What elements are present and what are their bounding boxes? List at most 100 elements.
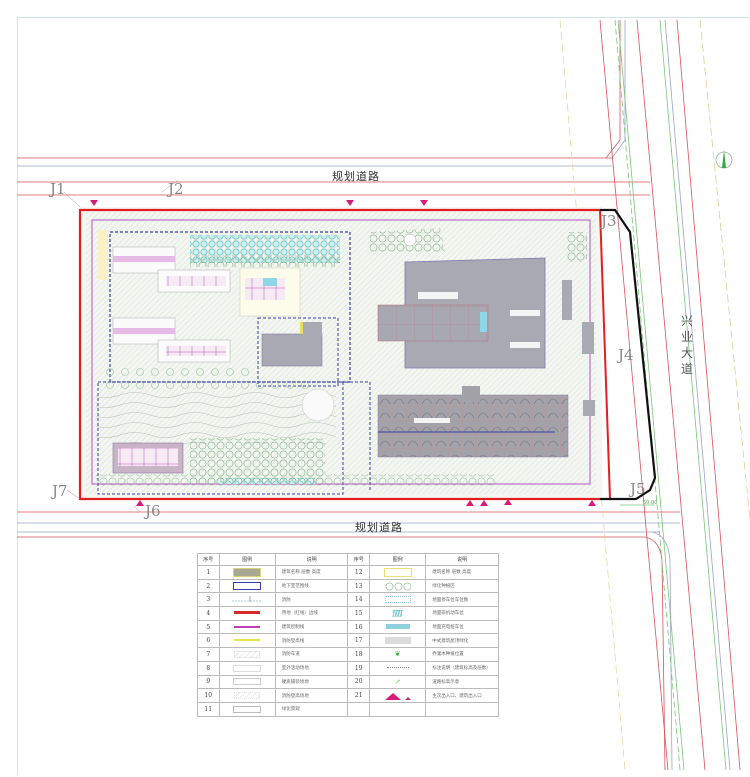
junction-label-j4: J4 xyxy=(618,346,634,364)
junction-label-j5: J5 xyxy=(630,480,646,498)
legend-header-row: 序号 图例 说明 序号 图例 说明 xyxy=(197,553,499,566)
legend-swatch xyxy=(218,674,276,690)
legend-row: 5 建筑控制线 16 地面充电桩车位 xyxy=(197,619,499,635)
legend-num: 15 xyxy=(347,606,370,621)
legend-header-num-2: 序号 xyxy=(347,553,370,566)
legend-num: 7 xyxy=(197,647,220,662)
legend-num: 1 xyxy=(197,565,220,580)
legend-num: 2 xyxy=(197,578,220,594)
tree-icon: ❦ xyxy=(394,650,401,659)
legend-swatch xyxy=(368,633,427,649)
legend-header-num: 序号 xyxy=(197,553,220,566)
legend-desc: 消防登高线 xyxy=(274,633,349,649)
legend-desc: 消防登高场地 xyxy=(274,688,349,703)
legend-header-symbol-2: 图例 xyxy=(368,553,427,566)
legend-desc: 绿化种植区 xyxy=(425,578,499,594)
legend-swatch xyxy=(218,688,276,703)
legend-desc: 地面充电桩车位 xyxy=(425,619,499,635)
legend-swatch xyxy=(368,565,427,580)
legend-desc: 主次出入口、建筑出入口 xyxy=(425,688,499,703)
legend-swatch xyxy=(368,660,427,676)
red-line-icon xyxy=(234,611,261,615)
legend-desc: 地面停车位车位数 xyxy=(425,592,499,608)
legend-swatch xyxy=(218,701,276,717)
legend-swatch xyxy=(368,619,427,635)
top-road-label: 规划道路 xyxy=(332,170,380,183)
legend-swatch: ❦ xyxy=(368,647,427,662)
legend-desc: 道路标高示意 xyxy=(425,674,499,690)
legend-num: 19 xyxy=(347,660,370,676)
legend-num: 12 xyxy=(347,565,370,580)
junction-label-j6: J6 xyxy=(145,502,161,520)
hatched-box-icon xyxy=(234,692,261,700)
legend-num: 4 xyxy=(197,606,220,621)
legend-swatch: ʃʃʃʃʃʃ xyxy=(368,606,427,621)
dotted-fill-icon xyxy=(234,650,261,658)
legend-swatch xyxy=(218,619,276,635)
roof-hatch-icon xyxy=(384,637,411,645)
legend-row: 1 建筑名称 层数 高度 12 建筑名称 层数 高度 xyxy=(197,565,499,580)
legend-table: 序号 图例 说明 序号 图例 说明 1 建筑名称 层数 高度 12 建筑名称 层… xyxy=(197,553,499,717)
legend-desc: 地下室范围线 xyxy=(274,578,349,594)
legend-desc: 消防车道 xyxy=(274,647,349,662)
black-boundary xyxy=(600,208,657,501)
legend-num: 16 xyxy=(347,619,370,635)
legend-desc: 建筑控制线 xyxy=(274,619,349,635)
legend-num: 21 xyxy=(347,688,370,703)
legend-desc: 消防 xyxy=(274,592,349,608)
legend-num: 13 xyxy=(347,578,370,594)
legend-swatch xyxy=(218,660,276,676)
legend-desc: 标注说明（建筑标高及层数） xyxy=(425,660,499,676)
legend-desc: 室外活动场地 xyxy=(274,660,349,676)
legend-num: 9 xyxy=(197,674,220,690)
legend-num: 20 xyxy=(347,674,370,690)
legend-desc xyxy=(425,701,499,717)
legend-swatch xyxy=(218,578,276,594)
entrance-icon xyxy=(90,200,596,506)
bottom-road xyxy=(17,511,680,771)
legend-desc: 乔灌木种植位置 xyxy=(425,647,499,662)
legend-swatch xyxy=(368,701,427,717)
magenta-line-icon xyxy=(234,625,261,628)
legend-row: 4 用地（红线）边线 15 ʃʃʃʃʃʃ 地面非机动车位 xyxy=(197,606,499,621)
legend-swatch xyxy=(218,565,276,580)
legend-desc: 地面非机动车位 xyxy=(425,606,499,621)
legend-row: 6 消防登高线 17 中式建筑屋顶绿化 xyxy=(197,633,499,649)
entrance-triangles-icon xyxy=(384,692,411,700)
legend-num: 11 xyxy=(197,701,220,717)
legend-header-symbol: 图例 xyxy=(218,553,276,566)
legend-num: 17 xyxy=(347,633,370,649)
legend-desc: 建筑名称 层数 高度 xyxy=(274,565,349,580)
legend-swatch: ↗ xyxy=(368,674,427,690)
legend-desc: 用地（红线）边线 xyxy=(274,606,349,621)
right-avenue-label: 兴业大道 xyxy=(680,314,693,376)
circles-icon xyxy=(384,581,411,591)
legend-row: 9 硬质铺装场地 20 ↗ 道路标高示意 xyxy=(197,674,499,690)
junction-label-j3: J3 xyxy=(601,212,617,230)
legend-swatch xyxy=(368,688,427,703)
legend-swatch xyxy=(218,606,276,621)
building-swatch-icon xyxy=(233,567,262,577)
right-avenue xyxy=(559,19,750,771)
paving-icon xyxy=(233,678,262,686)
charging-parking-icon xyxy=(385,624,410,630)
legend-row: 7 消防车道 18 ❦ 乔灌木种植位置 xyxy=(197,647,499,662)
legend-num: 10 xyxy=(197,688,220,703)
legend-swatch xyxy=(368,592,427,608)
legend-num: 14 xyxy=(347,592,370,608)
legend-row: 8 室外活动场地 19 标注说明（建筑标高及层数） xyxy=(197,660,499,676)
legend-desc: 中式建筑屋顶绿化 xyxy=(425,633,499,649)
parking-grid-icon xyxy=(384,596,411,604)
legend-num: 3 xyxy=(197,592,220,608)
activity-area-icon xyxy=(233,664,262,672)
label-text-icon xyxy=(386,666,409,669)
legend-swatch xyxy=(368,578,427,594)
hydrant-icon xyxy=(232,595,263,602)
legend-num xyxy=(347,701,370,717)
legend-row: 2 地下室范围线 13 绿化种植区 xyxy=(197,578,499,594)
junction-label-j7: J7 xyxy=(52,482,68,500)
site-boundary xyxy=(78,208,600,501)
junction-label-j2: J2 xyxy=(168,180,184,198)
north-arrow-icon xyxy=(715,150,733,169)
